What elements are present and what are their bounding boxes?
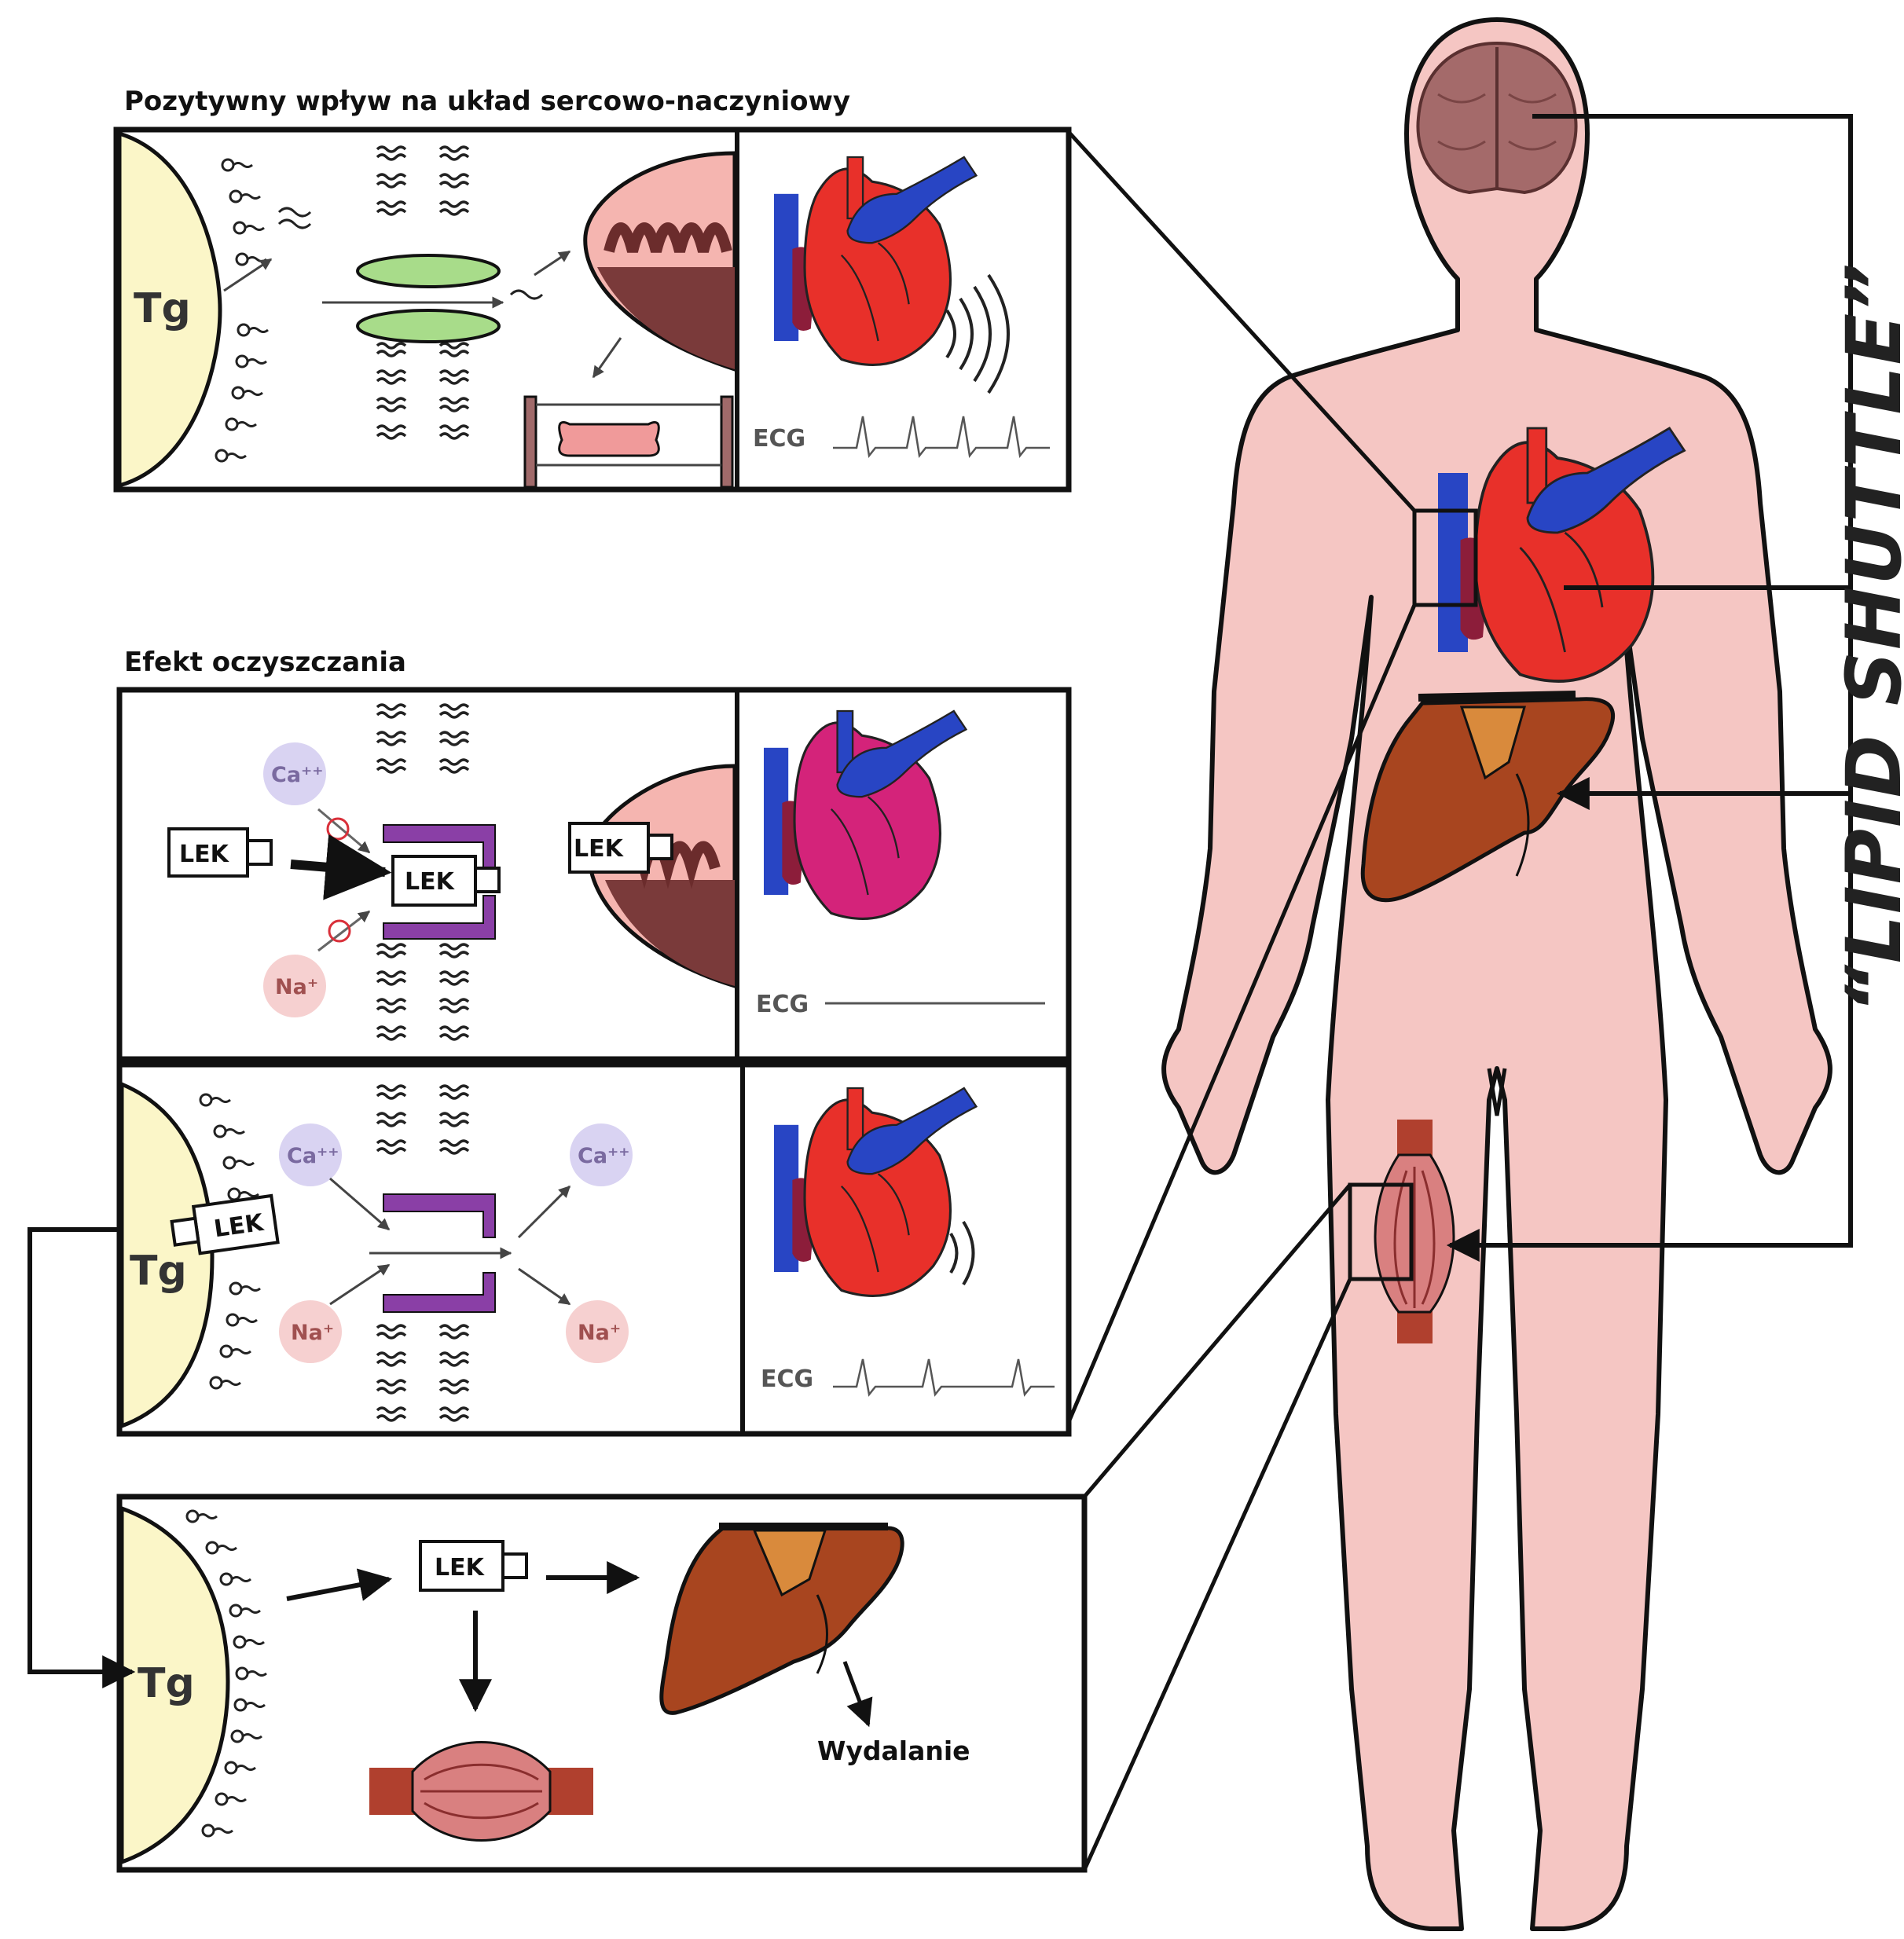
na-label: Na⁺ — [291, 1321, 334, 1345]
drug-label: LEK — [405, 868, 456, 896]
heading-cleanup: Efekt oczyszczania — [124, 647, 406, 678]
drug-label: LEK — [435, 1554, 486, 1582]
panel-restored: Tg LEK Ca⁺⁺ Na⁺ Ca⁺⁺ Na⁺ — [119, 1065, 1069, 1434]
tg-label-3: Tg — [138, 1660, 195, 1707]
drug-label: LEK — [179, 841, 230, 868]
panel-redistribution: Tg LEK Wydalanie — [119, 1497, 1084, 1870]
lipid-shuttle-label: “LIPID SHUTTLE” — [1830, 262, 1904, 1013]
excretion-label: Wydalanie — [817, 1736, 970, 1766]
ecg-label-restored: ECG — [761, 1365, 813, 1393]
ecg-label-flat: ECG — [756, 991, 809, 1018]
green-channel-top — [358, 255, 499, 287]
tg-label-2: Tg — [130, 1248, 187, 1295]
green-channel-bottom — [358, 310, 499, 342]
heading-cardio: Pozytywny wpływ na układ sercowo-naczyni… — [124, 86, 850, 117]
na-label: Na⁺ — [275, 975, 318, 999]
drug-label: LEK — [574, 835, 625, 863]
ca-label: Ca⁺⁺ — [578, 1144, 630, 1168]
ca-label: Ca⁺⁺ — [271, 763, 324, 787]
ecg-label: ECG — [753, 425, 805, 453]
na-label: Na⁺ — [578, 1321, 621, 1345]
tg-label: Tg — [134, 285, 191, 332]
panel-blocking: Ca⁺⁺ Na⁺ LEK — [119, 690, 1069, 1059]
human-body-silhouette — [1164, 20, 1830, 1929]
ca-label: Ca⁺⁺ — [287, 1144, 339, 1168]
panel-cardio: Tg — [116, 130, 1069, 489]
